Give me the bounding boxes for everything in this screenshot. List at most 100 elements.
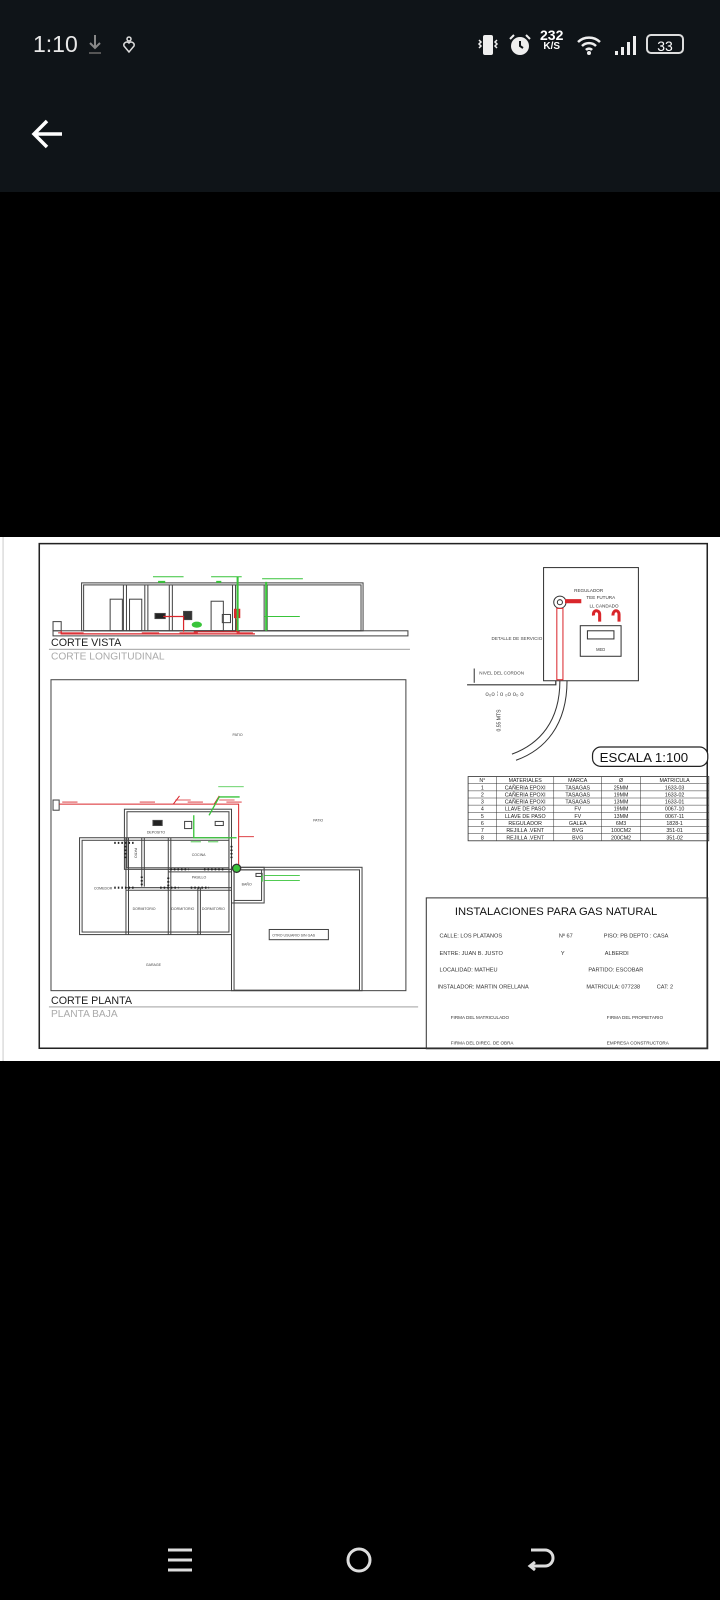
svg-text:o₀o ⁞ o ₀o o₀ o: o₀o ⁞ o ₀o o₀ o <box>485 691 524 698</box>
matricula: MATRICULA: 077238 <box>586 985 640 991</box>
table-header-cell: Ø <box>619 778 623 784</box>
table-cell: FV <box>574 807 581 813</box>
network-speed-value: 232 <box>540 27 564 43</box>
project-title: INSTALACIONES PARA GAS NATURAL <box>455 906 657 918</box>
detalle-servicio-label: DETALLE DE SERVICIO <box>492 636 543 641</box>
categoria: CAT: 2 <box>657 985 673 991</box>
tee-futura-label: TEE FUTURA <box>586 595 616 600</box>
back-icon[interactable] <box>521 1540 561 1580</box>
table-cell: GALEA <box>569 821 587 827</box>
table-cell: 100CM2 <box>611 828 631 834</box>
network-speed-unit: K/S <box>543 41 561 52</box>
title-block: INSTALACIONES PARA GAS NATURAL CALLE: LO… <box>425 897 709 1050</box>
table-cell: 19MM <box>614 807 629 813</box>
room-dormitorio-2: DORMITORIO <box>171 907 194 911</box>
entre2: ALBERDI <box>605 951 629 957</box>
ll-candado-label: LL CANDADO <box>589 603 619 608</box>
corte-vista-subtitle: CORTE LONGITUDINAL <box>51 651 165 662</box>
table-border <box>467 776 710 842</box>
recents-icon[interactable] <box>160 1540 200 1580</box>
clock: 1:10 <box>33 31 78 57</box>
room-patio: PATIO <box>233 733 243 737</box>
corte-planta-subtitle: PLANTA BAJA <box>51 1009 118 1020</box>
room-dormitorio-1: DORMITORIO <box>133 907 156 911</box>
arrow-left-icon[interactable] <box>30 116 66 152</box>
meter-label: MED <box>596 647 605 652</box>
table-cell: BVG <box>572 835 583 841</box>
room-comedor: COMEDOR <box>94 887 113 891</box>
room-patio-2: PATIO <box>313 818 323 822</box>
table-cell: TASAGAS <box>565 792 590 798</box>
entre: ENTRE: JUAN B. JUSTO <box>440 951 504 957</box>
depth-label: 0.55 MTS <box>497 709 503 732</box>
entre-y: Y <box>561 951 565 957</box>
table-cell: 6 <box>481 821 484 827</box>
corte-planta-title: CORTE PLANTA <box>51 995 133 1007</box>
table-cell: 1 <box>481 785 484 791</box>
room-otro-usuario: OTRO USUARIO SIN GAS <box>272 934 315 938</box>
image-viewer[interactable]: CORTE VISTA CORTE LONGITUDINAL MED REGUL… <box>0 537 720 1061</box>
planta-vents <box>193 796 263 882</box>
download-icon <box>89 35 101 54</box>
room-cocina: COCINA <box>192 853 206 857</box>
table-cell: 25MM <box>614 785 629 791</box>
firma-director: FIRMA DEL DIREC. DE OBRA <box>451 1041 515 1046</box>
regulador-label: REGULADOR <box>574 588 604 593</box>
table-cell: 1828-1 <box>666 821 683 827</box>
table-cell: LLAVE DE PASO <box>505 814 546 820</box>
table-cell: REJILLA .VENT <box>506 828 544 834</box>
table-cell: 1633-03 <box>665 785 684 791</box>
table-cell: 200CM2 <box>611 835 631 841</box>
table-cell: REGULADOR <box>508 821 542 827</box>
instalador: INSTALADOR: MARTIN ORELLANA <box>438 985 529 991</box>
table-cell: 351-01 <box>666 828 683 834</box>
firma-matriculado: FIRMA DEL MATRICULADO <box>451 1015 510 1020</box>
table-header-cell: MATRICULA <box>660 778 691 784</box>
wifi-icon <box>577 36 601 55</box>
partido: PARTIDO: ESCOBAR <box>588 967 643 973</box>
gas-installation-drawing: CORTE VISTA CORTE LONGITUDINAL MED REGUL… <box>0 537 720 1061</box>
table-cell: TASAGAS <box>565 800 590 806</box>
table-cell: 5 <box>481 814 484 820</box>
table-cell: 19MM <box>614 792 629 798</box>
signal-icon <box>615 36 636 55</box>
room-pasillo: PASILLO <box>192 876 207 880</box>
room-dormitorio-3: DORMITORIO <box>202 907 225 911</box>
scale-label: ESCALA 1:100 <box>600 750 688 765</box>
calle: CALLE: LOS PLATANOS <box>440 934 503 940</box>
table-cell: BVG <box>572 828 583 834</box>
vista-vents <box>158 576 268 631</box>
corte-vista <box>52 582 409 637</box>
room-deposito: DEPOSITO <box>147 831 166 835</box>
table-cell: 6M3 <box>616 821 626 827</box>
table-cell: 2 <box>481 792 484 798</box>
alarm-icon <box>509 34 531 55</box>
nivel-cordon-label: NIVEL DEL CORDON <box>479 671 524 676</box>
table-cell: 1633-01 <box>665 800 684 806</box>
service-detail: MED REGULADOR TEE FUTURA LL CANDADO DETA… <box>467 567 639 761</box>
vibrate-icon <box>477 35 499 55</box>
home-icon[interactable] <box>339 1540 379 1580</box>
table-cell: 0067-11 <box>665 814 684 820</box>
table-cell: CAÑERIA EPOXI <box>505 784 546 791</box>
table-header-cell: MATERIALES <box>509 778 543 784</box>
table-header-cell: MARCA <box>568 778 588 784</box>
navigation-bar <box>0 1520 720 1600</box>
table-cell: TASAGAS <box>565 785 590 791</box>
table-cell: 8 <box>481 835 484 841</box>
table-cell: FV <box>574 814 581 820</box>
corte-planta <box>50 679 407 992</box>
table-cell: 1633-02 <box>665 792 684 798</box>
table-cell: REJILLA .VENT <box>506 835 544 841</box>
table-cell: 0067-10 <box>665 807 684 813</box>
firma-propietario: FIRMA DEL PROPIETARIO <box>607 1015 664 1020</box>
room-patio-3: PATIO <box>134 848 138 858</box>
table-cell: CAÑERIA EPOXI <box>505 791 546 798</box>
table-cell: 7 <box>481 828 484 834</box>
battery-icon: 33 <box>646 34 684 54</box>
table-header-cell: N° <box>479 778 485 784</box>
table-cell: LLAVE DE PASO <box>505 807 546 813</box>
